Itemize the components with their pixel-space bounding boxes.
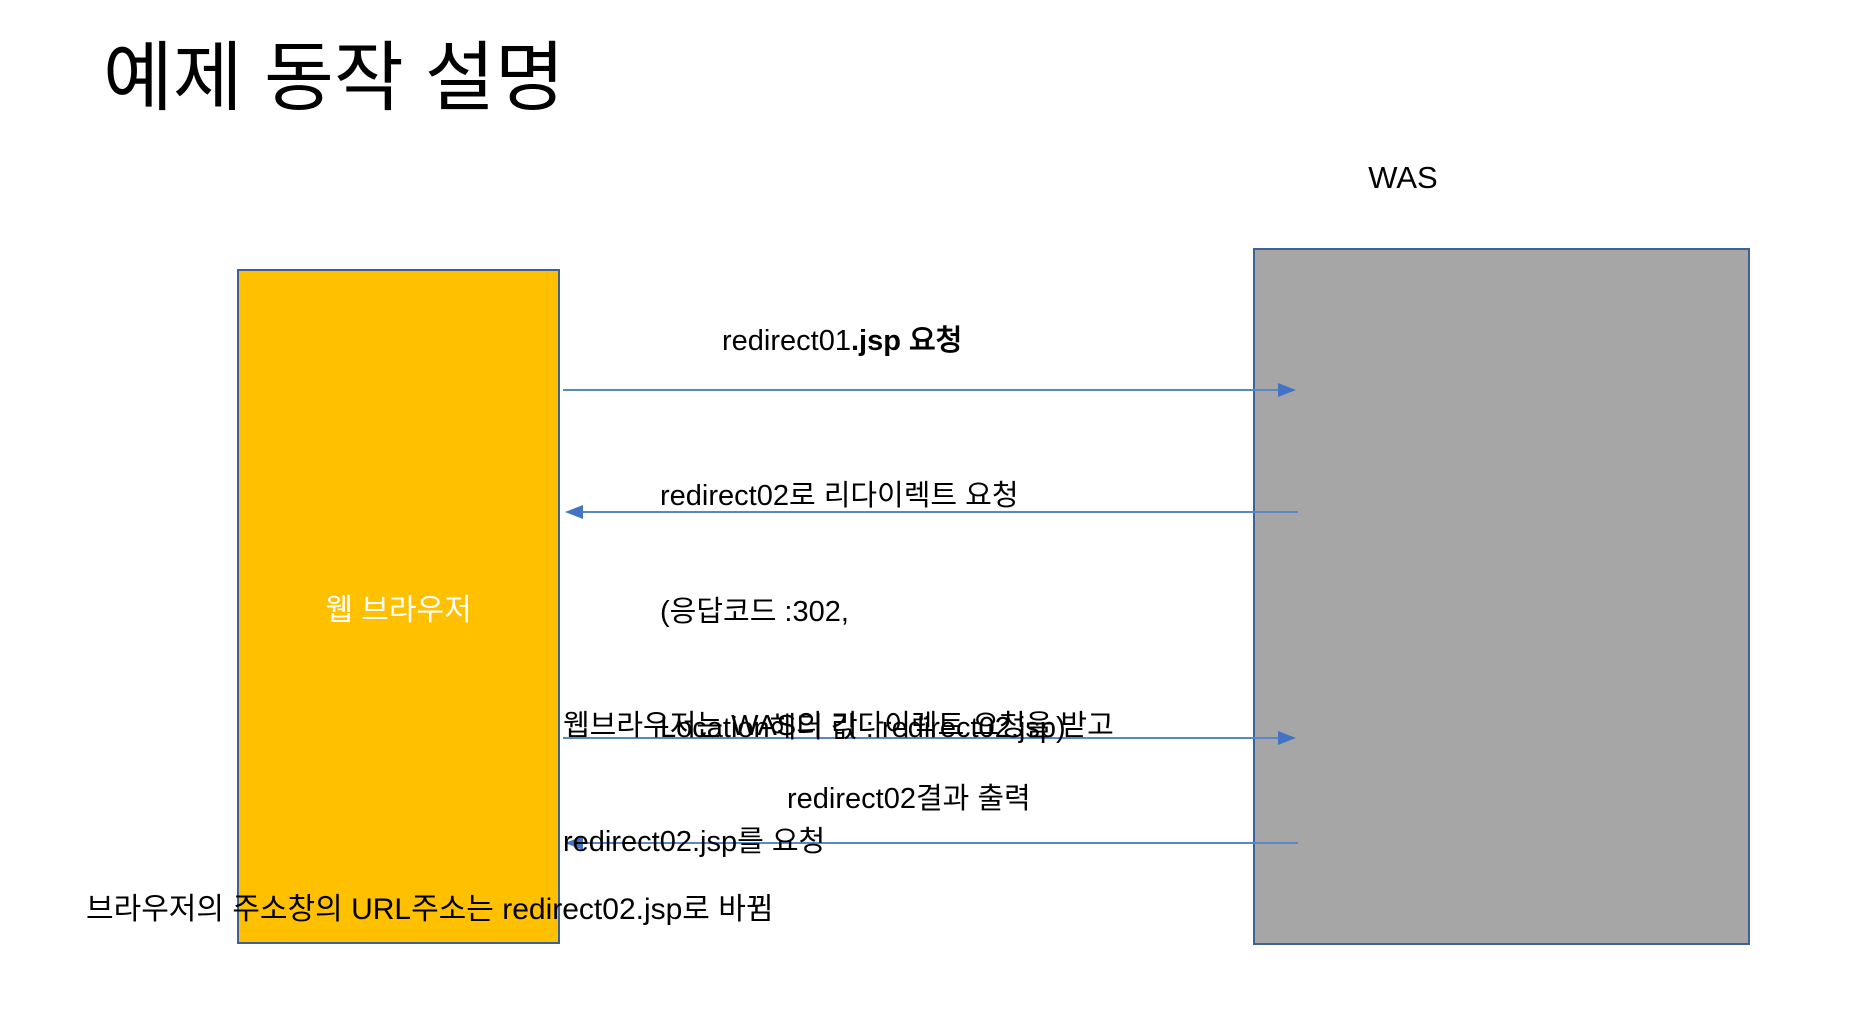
- web-browser-label: 웹 브라우저: [325, 593, 472, 627]
- arrow-request-redirect01: [563, 383, 1296, 397]
- message-label-plain-part: redirect01: [722, 325, 851, 357]
- message-line-3: Location헤더 값 : redirect02.jsp): [660, 711, 1066, 744]
- arrow-redirect-response: [565, 505, 1298, 519]
- message-label-result-output: redirect02결과 출력: [787, 783, 1031, 815]
- message-label-request-redirect02: 웹브라우저는 WAS의 리다이렉트 요청을 받고 redirect02.jsp를…: [563, 630, 1114, 939]
- page-title: 예제 동작 설명: [103, 36, 565, 121]
- web-browser-box: 웹 브라우저: [237, 269, 560, 944]
- arrow-result-response: [565, 836, 1298, 850]
- message-line-1: 웹브라우저는 WAS의 리다이렉트 요청을 받고: [563, 710, 1114, 743]
- was-server-box: redirect01.jsp redirect02.jsp: [1253, 248, 1750, 945]
- arrow-request-redirect02: [563, 731, 1296, 745]
- message-line-2: (응답코드 :302,: [660, 595, 849, 628]
- message-line-1: redirect02로 리다이렉트 요청: [660, 480, 1019, 513]
- footnote-text: 브라우저의 주소창의 URL주소는 redirect02.jsp로 바뀜: [86, 893, 774, 926]
- message-label-redirect-response: redirect02로 리다이렉트 요청 (응답코드 :302, Locatio…: [660, 400, 1066, 824]
- message-line-2: redirect02.jsp를 요청: [563, 825, 826, 858]
- message-label-request-redirect01: redirect01.jsp 요청: [722, 322, 962, 361]
- was-caption-label: WAS: [1368, 160, 1438, 195]
- message-label-bold-part: .jsp 요청: [850, 325, 963, 357]
